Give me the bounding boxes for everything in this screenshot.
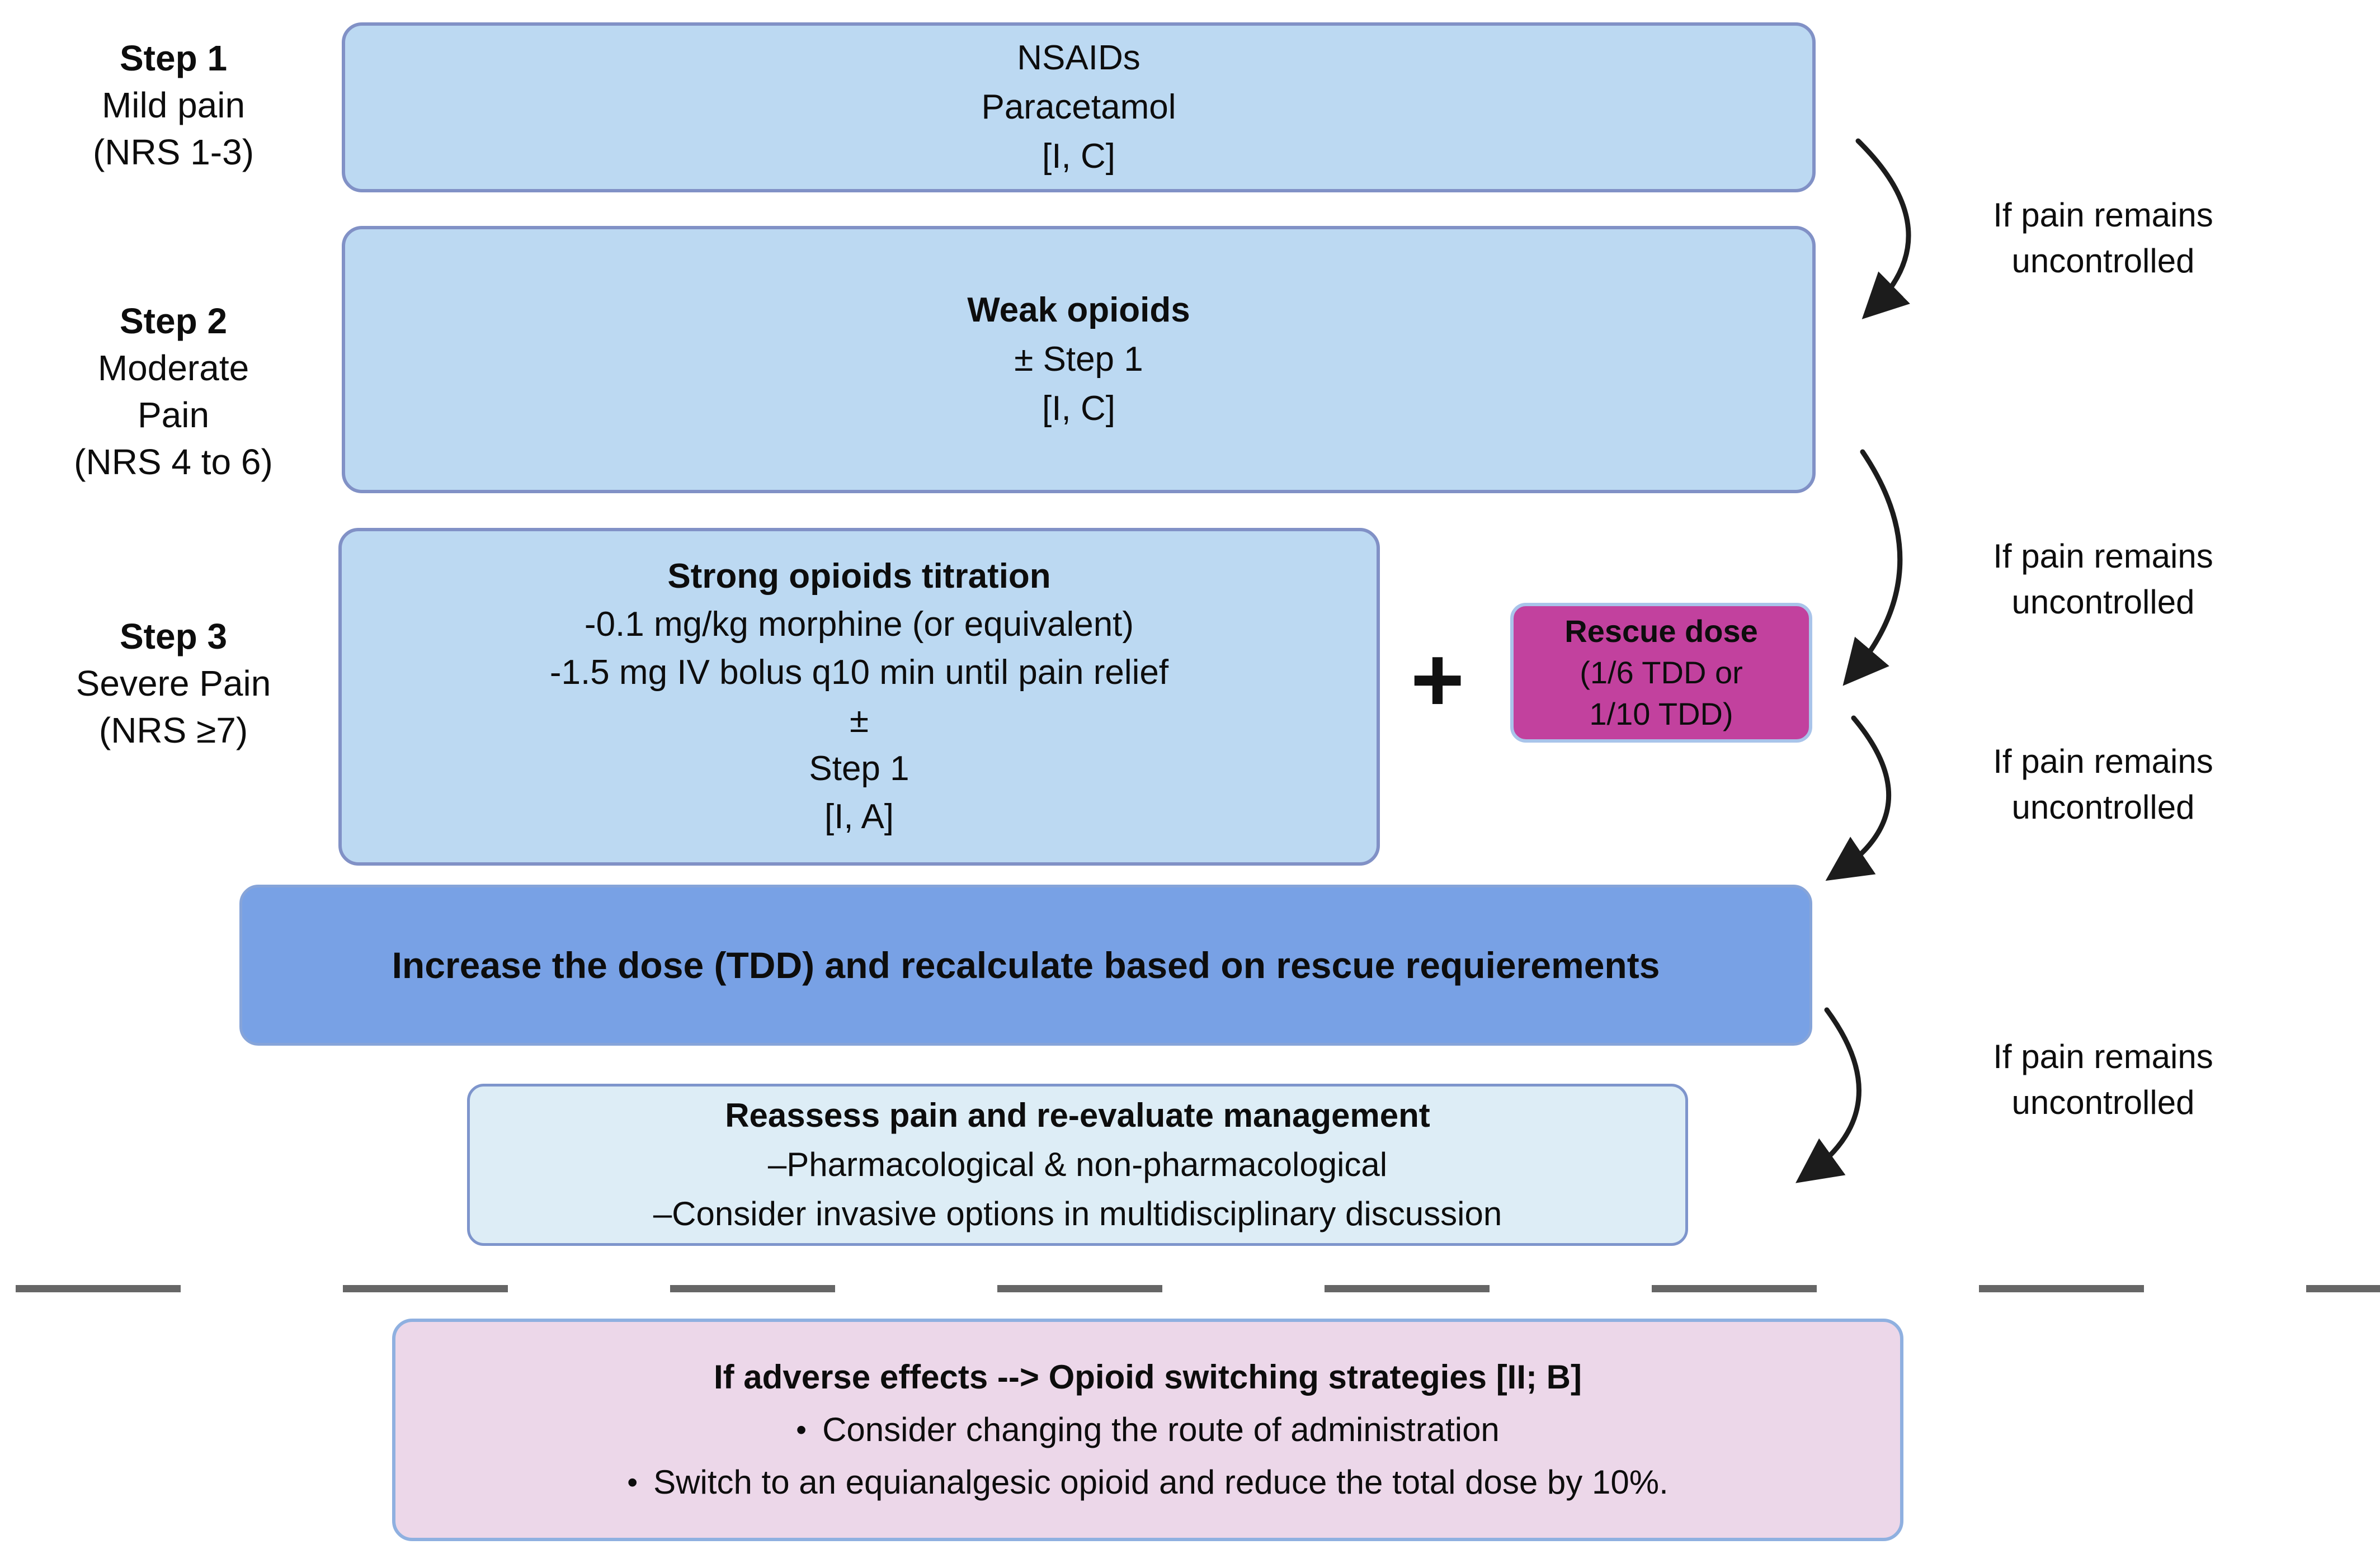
step1-box-line: Paracetamol xyxy=(981,88,1176,126)
step3-box-line: ± xyxy=(849,701,869,740)
uncontrolled-label-line: uncontrolled xyxy=(2011,583,2195,621)
step3-box-line: Step 1 xyxy=(809,749,909,788)
step3-title: Step 3 xyxy=(119,616,228,656)
step3-line: Severe Pain xyxy=(76,663,271,703)
curved-arrow-icon xyxy=(1795,1007,1861,1183)
rescue-dose-line: 1/10 TDD) xyxy=(1589,696,1733,731)
bullet-icon: • xyxy=(627,1466,638,1499)
uncontrolled-label-line: uncontrolled xyxy=(2011,1084,2195,1121)
step2-box-line: [I, C] xyxy=(1042,389,1115,428)
step1-title: Step 1 xyxy=(119,38,228,78)
step2-label: Step 2 Moderate Pain (NRS 4 to 6) xyxy=(39,297,308,485)
curved-arrow-icon xyxy=(1842,449,1903,686)
uncontrolled-label-3: If pain remains uncontrolled xyxy=(1919,739,2288,830)
adverse-bullet-line: • Switch to an equianalgesic opioid and r… xyxy=(395,1456,1900,1509)
bullet-icon: • xyxy=(796,1413,807,1447)
step2-box-line: ± Step 1 xyxy=(1014,340,1143,379)
increase-dose-bar: Increase the dose (TDD) and recalculate … xyxy=(239,885,1812,1046)
uncontrolled-label-line: If pain remains xyxy=(1993,1038,2213,1075)
rescue-dose-title: Rescue dose xyxy=(1564,613,1758,649)
dashed-divider xyxy=(16,1285,2380,1292)
step2-line: (NRS 4 to 6) xyxy=(74,442,273,482)
step1-line: Mild pain xyxy=(101,85,246,125)
step1-box-line: [I, C] xyxy=(1042,137,1115,176)
step1-box: NSAIDs Paracetamol [I, C] xyxy=(342,22,1816,192)
step2-line: Moderate xyxy=(97,348,249,388)
step2-line: Pain xyxy=(137,395,210,435)
uncontrolled-label-line: uncontrolled xyxy=(2011,242,2195,280)
step3-box-line: [I, A] xyxy=(824,797,894,836)
uncontrolled-label-2: If pain remains uncontrolled xyxy=(1919,533,2288,625)
step3-box-line: -0.1 mg/kg morphine (or equivalent) xyxy=(584,605,1134,644)
step2-title: Step 2 xyxy=(119,301,228,341)
step1-box-line: NSAIDs xyxy=(1017,39,1140,77)
step3-label: Step 3 Severe Pain (NRS ≥7) xyxy=(39,613,308,754)
adverse-bullet-line: • Consider changing the route of administ… xyxy=(395,1404,1900,1456)
rescue-dose-line: (1/6 TDD or xyxy=(1580,655,1743,690)
uncontrolled-label-line: uncontrolled xyxy=(2011,788,2195,826)
step3-box-line: -1.5 mg IV bolus q10 min until pain reli… xyxy=(549,653,1169,692)
step2-box: Weak opioids ± Step 1 [I, C] xyxy=(342,226,1816,493)
uncontrolled-label-line: If pain remains xyxy=(1993,196,2213,234)
increase-dose-text: Increase the dose (TDD) and recalculate … xyxy=(392,944,1660,986)
reassess-box: Reassess pain and re-evaluate management… xyxy=(467,1084,1688,1246)
adverse-bullet-text: Switch to an equianalgesic opioid and re… xyxy=(653,1463,1669,1501)
uncontrolled-label-4: If pain remains uncontrolled xyxy=(1919,1034,2288,1126)
step1-label: Step 1 Mild pain (NRS 1-3) xyxy=(39,35,308,176)
step3-box: Strong opioids titration -0.1 mg/kg morp… xyxy=(338,528,1380,866)
adverse-bullet-text: Consider changing the route of administr… xyxy=(822,1411,1500,1448)
step2-box-title: Weak opioids xyxy=(967,291,1190,329)
step1-line: (NRS 1-3) xyxy=(92,132,255,172)
adverse-effects-title: If adverse effects --> Opioid switching … xyxy=(713,1358,1582,1396)
reassess-title: Reassess pain and re-evaluate management xyxy=(725,1097,1430,1134)
step3-line: (NRS ≥7) xyxy=(98,710,248,750)
uncontrolled-label-line: If pain remains xyxy=(1993,537,2213,575)
uncontrolled-label-line: If pain remains xyxy=(1993,743,2213,780)
plus-icon: + xyxy=(1410,627,1465,731)
reassess-line: –Consider invasive options in multidisci… xyxy=(653,1195,1502,1232)
uncontrolled-label-1: If pain remains uncontrolled xyxy=(1919,192,2288,284)
rescue-dose-box: Rescue dose (1/6 TDD or 1/10 TDD) xyxy=(1510,603,1812,743)
reassess-line: –Pharmacological & non-pharmacological xyxy=(767,1146,1388,1183)
adverse-effects-box: If adverse effects --> Opioid switching … xyxy=(392,1319,1903,1541)
curved-arrow-icon xyxy=(1855,138,1911,319)
curved-arrow-icon xyxy=(1825,715,1892,881)
step3-box-title: Strong opioids titration xyxy=(667,557,1051,596)
